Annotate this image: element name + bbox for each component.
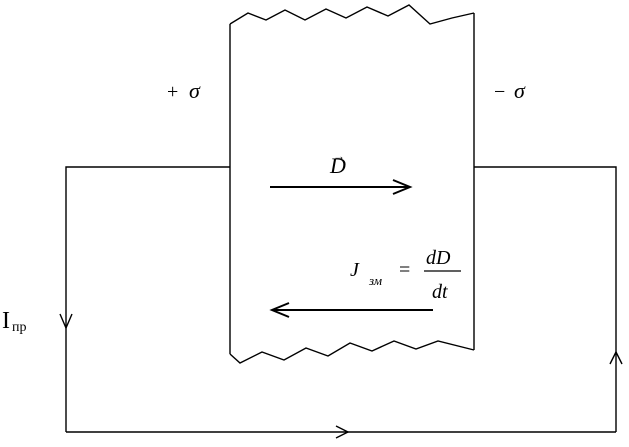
d-vector-arrow <box>270 179 413 195</box>
j-subscript: зм <box>368 273 382 288</box>
d-vector-overarrow: → <box>333 149 345 163</box>
circuit-current-arrows <box>59 313 623 439</box>
dielectric-bottom-edge <box>229 340 475 364</box>
bottom-wire-right-arrowhead <box>335 425 350 439</box>
left-wire <box>65 166 230 432</box>
equals-sign: = <box>399 259 410 281</box>
dielectric-block <box>229 4 475 364</box>
displacement-current-arrow <box>269 302 433 318</box>
plus-sigma-sign: + <box>167 81 178 103</box>
conduction-current-subscript: пр <box>12 320 27 335</box>
j-symbol: J <box>350 259 360 281</box>
dielectric-top-edge <box>229 4 475 25</box>
left-wire-down-arrowhead <box>59 313 73 330</box>
d-vector-arrowhead <box>392 179 413 195</box>
right-wire <box>474 166 617 432</box>
fraction-denominator: dt <box>432 281 448 303</box>
plus-sigma-symbol: σ <box>189 78 201 103</box>
minus-sigma-symbol: σ <box>514 78 526 103</box>
fraction-numerator: dD <box>426 247 451 269</box>
conduction-current-label: I <box>2 308 10 334</box>
external-circuit-wire <box>65 166 617 433</box>
d-vector-label: D <box>329 153 346 178</box>
right-wire-up-arrowhead <box>609 350 623 365</box>
minus-sigma-sign: − <box>494 81 505 103</box>
displacement-current-arrowhead <box>269 302 290 318</box>
